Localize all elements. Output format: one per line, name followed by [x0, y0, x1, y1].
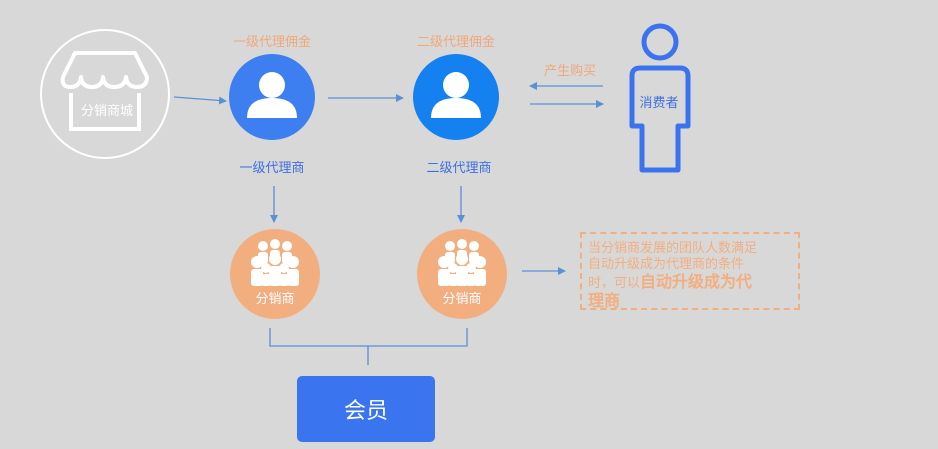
member-button[interactable]: 会员 — [297, 376, 435, 442]
note-line-3: 时，可以自动升级成为代 — [588, 273, 792, 292]
user-icon — [431, 72, 481, 118]
agent2-circle — [413, 54, 499, 140]
consumer-icon — [629, 23, 691, 173]
agent1-circle — [229, 54, 315, 140]
note-line-4-bold: 理商 — [588, 291, 621, 310]
member-bracket — [269, 328, 468, 365]
group-icon — [251, 239, 299, 286]
distributor1-circle — [230, 229, 320, 319]
agent2-commission-label: 二级代理佣金 — [416, 35, 495, 50]
agent1-name-label: 一级代理商 — [239, 161, 305, 176]
distributor1-label: 分销商 — [255, 292, 295, 307]
note-line-1: 当分销商发展的团队人数满足 — [588, 241, 758, 256]
consumer-label: 消费者 — [639, 96, 679, 111]
upgrade-note: 当分销商发展的团队人数满足 自动升级成为代理商的条件 时，可以自动升级成为代 理… — [580, 232, 800, 310]
store-icon — [60, 51, 149, 131]
purchase-label: 产生购买 — [543, 64, 596, 79]
user-icon — [247, 72, 297, 118]
note-line-2: 自动升级成为代理商的条件 — [588, 257, 745, 272]
store-label: 分销商城 — [80, 104, 133, 119]
note-line-3-bold: 自动升级成为代 — [640, 272, 753, 291]
arrow-store-to-agent1 — [173, 96, 227, 105]
agent2-name-label: 二级代理商 — [426, 161, 492, 176]
agent1-commission-label: 一级代理佣金 — [232, 35, 311, 50]
store-circle — [40, 29, 170, 159]
group-icon — [438, 239, 486, 286]
distributor2-label: 分销商 — [442, 292, 482, 307]
note-line-3-prefix: 时，可以 — [588, 276, 641, 291]
distributor2-circle — [417, 229, 507, 319]
